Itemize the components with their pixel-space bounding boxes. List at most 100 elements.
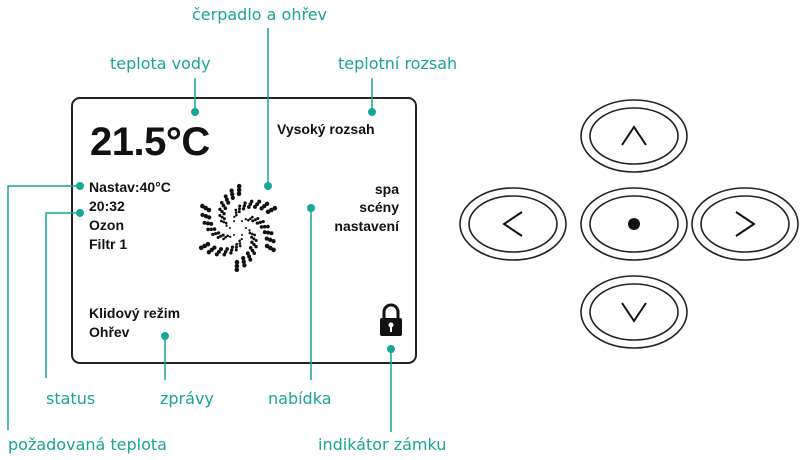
swirl-dot: [229, 227, 231, 229]
leader-set-temp: [7, 185, 78, 430]
padlock-icon: [380, 303, 402, 336]
nav-button-up[interactable]: [580, 99, 688, 173]
swirl-dot: [222, 217, 226, 221]
swirl-dot: [262, 224, 267, 229]
swirl-dot: [211, 232, 215, 237]
swirl-dot: [251, 219, 255, 223]
swirl-dot: [226, 200, 231, 205]
swirl-dot: [241, 233, 243, 236]
swirl-dot: [254, 239, 258, 242]
status-time: 20:32: [89, 198, 125, 214]
swirl-dot: [271, 238, 276, 244]
swirl-dot: [267, 237, 273, 242]
swirl-dot: [206, 250, 212, 255]
dot-messages: [161, 332, 169, 340]
nav-button-right[interactable]: [691, 187, 799, 261]
swirl-dot: [246, 218, 250, 222]
swirl-dot: [248, 202, 253, 207]
swirl-dot: [233, 220, 235, 223]
menu-item-scenes[interactable]: scény: [359, 199, 399, 215]
swirl-dot: [253, 218, 257, 222]
swirl-dot: [261, 219, 265, 224]
swirl-dot: [249, 199, 254, 204]
swirl-dot: [250, 248, 255, 253]
swirl-dot: [233, 215, 236, 219]
swirl-dot: [252, 251, 257, 256]
swirl-dot: [220, 209, 224, 214]
swirl-dot: [241, 220, 243, 223]
callout-set-temp: požadovaná teplota: [8, 435, 167, 454]
swirl-dot: [203, 214, 209, 219]
swirl-dot: [229, 251, 233, 255]
swirl-dot: [269, 231, 274, 236]
lcd-screen-frame: [71, 97, 417, 364]
swirl-dot: [246, 205, 251, 209]
swirl-dot: [247, 254, 252, 259]
arrow-up-icon: [621, 125, 647, 146]
swirl-dot: [234, 267, 240, 273]
swirl-dot: [234, 208, 238, 212]
swirl-dot: [220, 215, 224, 219]
swirl-dot: [235, 242, 239, 246]
callout-messages: zprávy: [160, 389, 214, 408]
swirl-dot: [238, 239, 241, 243]
swirl-dot: [248, 257, 253, 262]
swirl-dot: [221, 233, 225, 237]
swirl-dot: [271, 247, 276, 253]
swirl-dot: [236, 183, 242, 189]
nav-button-down[interactable]: [580, 275, 688, 349]
swirl-dot: [253, 233, 257, 237]
dot-set-temp: [76, 182, 84, 190]
swirl-dot: [229, 188, 234, 193]
swirl-dot: [253, 204, 257, 209]
swirl-dot: [264, 236, 269, 241]
callout-dots: [76, 108, 395, 353]
arrow-left-icon: [502, 211, 523, 237]
nav-button-select[interactable]: [580, 187, 688, 261]
water-temperature-readout: 21.5°C: [90, 120, 210, 164]
swirl-dot: [222, 220, 226, 224]
swirl-dot: [250, 240, 254, 244]
swirl-dot: [264, 201, 270, 206]
swirl-dot: [235, 245, 238, 249]
callout-menu: nabídka: [268, 389, 332, 408]
menu-item-settings[interactable]: nastavení: [334, 218, 399, 234]
swirl-dot: [214, 231, 218, 236]
swirl-dot: [248, 229, 251, 232]
menu-item-spa[interactable]: spa: [374, 181, 399, 197]
callout-lock-indicator: indikátor zámku: [318, 435, 447, 454]
swirl-dot: [234, 263, 240, 269]
swirl-dot: [256, 217, 260, 220]
swirl-dot: [249, 217, 252, 221]
swirl-dot: [262, 230, 267, 235]
callout-pump-heater: čerpadlo a ohřev: [192, 5, 328, 24]
swirl-dot: [250, 232, 254, 236]
swirl-dot: [272, 205, 278, 211]
swirl-dot: [218, 207, 222, 211]
swirl-dot: [198, 245, 204, 251]
dot-temp-range: [368, 108, 376, 116]
swirl-dot: [241, 207, 246, 211]
temperature-range-label: Vysoký rozsah: [277, 121, 375, 137]
swirl-dot: [245, 251, 250, 256]
swirl-dot: [238, 244, 242, 248]
swirl-dot: [230, 192, 235, 197]
swirl-dot: [234, 259, 240, 265]
swirl-dot: [218, 214, 222, 217]
status-filter: Filtr 1: [89, 236, 128, 252]
dot-status: [76, 209, 84, 217]
swirl-dot: [235, 213, 238, 217]
swirl-dot: [212, 227, 217, 231]
swirl-dot: [221, 203, 226, 208]
nav-button-left[interactable]: [459, 187, 567, 261]
arrow-right-icon: [735, 211, 756, 237]
swirl-dot: [236, 187, 242, 193]
swirl-dot: [243, 201, 247, 205]
swirl-dot: [269, 207, 274, 213]
swirl-dot: [245, 227, 247, 229]
swirl-dot: [200, 203, 205, 209]
swirl-dot: [241, 259, 246, 264]
swirl-dot: [234, 211, 238, 214]
